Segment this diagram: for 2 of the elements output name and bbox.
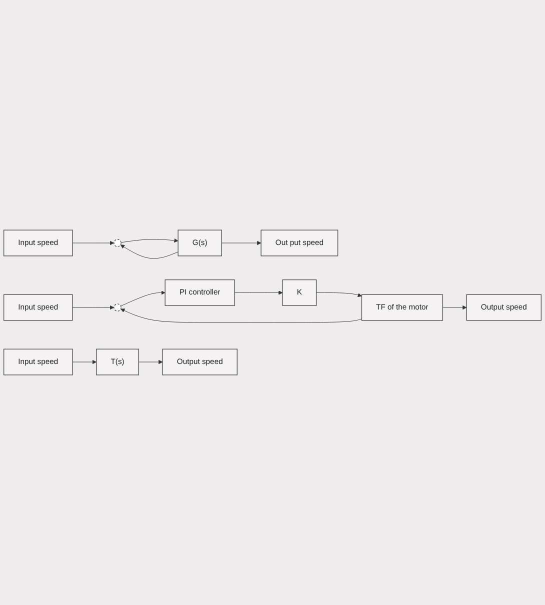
node-circle — [114, 304, 122, 312]
node-circle — [114, 239, 122, 247]
